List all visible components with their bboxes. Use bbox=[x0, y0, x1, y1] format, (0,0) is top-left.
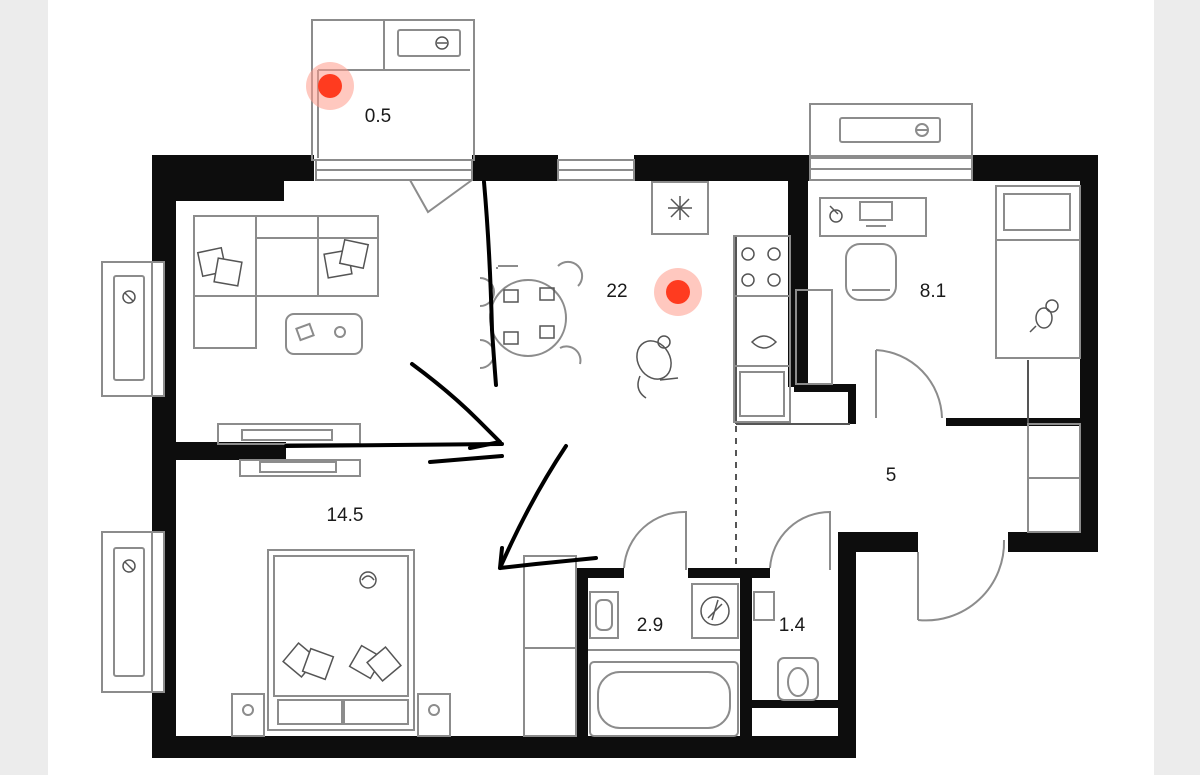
paper-sheet bbox=[48, 0, 1154, 775]
arrow-horizontal-head bbox=[410, 362, 502, 450]
walls bbox=[152, 155, 1098, 758]
bed-small bbox=[995, 185, 1081, 359]
coffee-table bbox=[285, 313, 363, 355]
sofa-pillows bbox=[196, 238, 370, 287]
snowflake-icon bbox=[668, 196, 692, 220]
area-label-bedroom-left: 14.5 bbox=[326, 505, 364, 526]
lamp-icon bbox=[829, 205, 843, 223]
washer-icon bbox=[700, 596, 730, 626]
teddy-bear-icon bbox=[1029, 299, 1059, 333]
red-markers bbox=[306, 62, 702, 316]
toy-car-icon bbox=[359, 571, 377, 589]
bathroom-fixtures bbox=[588, 583, 740, 737]
mouse-toy-icon bbox=[636, 335, 679, 399]
stove-burners bbox=[741, 247, 781, 287]
double-bed bbox=[267, 549, 415, 731]
bed-pillows bbox=[282, 642, 402, 682]
area-label-toilet: 1.4 bbox=[778, 615, 806, 636]
hallway-closet bbox=[1027, 423, 1081, 533]
entrance-door bbox=[917, 539, 1006, 622]
top-windows bbox=[557, 157, 973, 181]
kitchen-sink bbox=[750, 335, 778, 349]
arrow-diagonal bbox=[498, 444, 568, 570]
desk bbox=[819, 197, 927, 237]
hand-drawn-arrows bbox=[284, 180, 598, 570]
balcony-door bbox=[315, 159, 473, 214]
bedroom-right-door bbox=[875, 349, 943, 419]
radiator-top-right bbox=[809, 103, 973, 157]
toilet-door bbox=[769, 510, 831, 570]
left-radiator-icons bbox=[122, 290, 136, 573]
area-label-balcony: 0.5 bbox=[364, 106, 392, 127]
arrow-tail bbox=[428, 454, 504, 464]
toilet-fixtures bbox=[753, 591, 819, 701]
vertical-stroke bbox=[482, 180, 498, 387]
dining-plates bbox=[503, 287, 555, 345]
area-label-hallway: 5 bbox=[885, 465, 897, 486]
area-label-kitchen-living: 22 bbox=[606, 281, 628, 302]
area-label-bathroom: 2.9 bbox=[636, 615, 664, 636]
area-label-bedroom-right: 8.1 bbox=[919, 281, 947, 302]
arrow-diagonal-head bbox=[498, 546, 598, 570]
wardrobe bbox=[523, 555, 577, 737]
bathroom-door bbox=[623, 510, 687, 570]
nightstands bbox=[231, 693, 451, 737]
balcony-marker bbox=[318, 74, 342, 98]
arrow-left-bedroom bbox=[284, 442, 504, 448]
balcony-window-sill-icon bbox=[435, 36, 449, 50]
left-windows bbox=[101, 261, 165, 693]
desk-chair bbox=[845, 243, 897, 301]
sofa bbox=[193, 215, 379, 349]
kitchen-counters bbox=[651, 181, 833, 423]
kitchen-marker bbox=[666, 280, 690, 304]
